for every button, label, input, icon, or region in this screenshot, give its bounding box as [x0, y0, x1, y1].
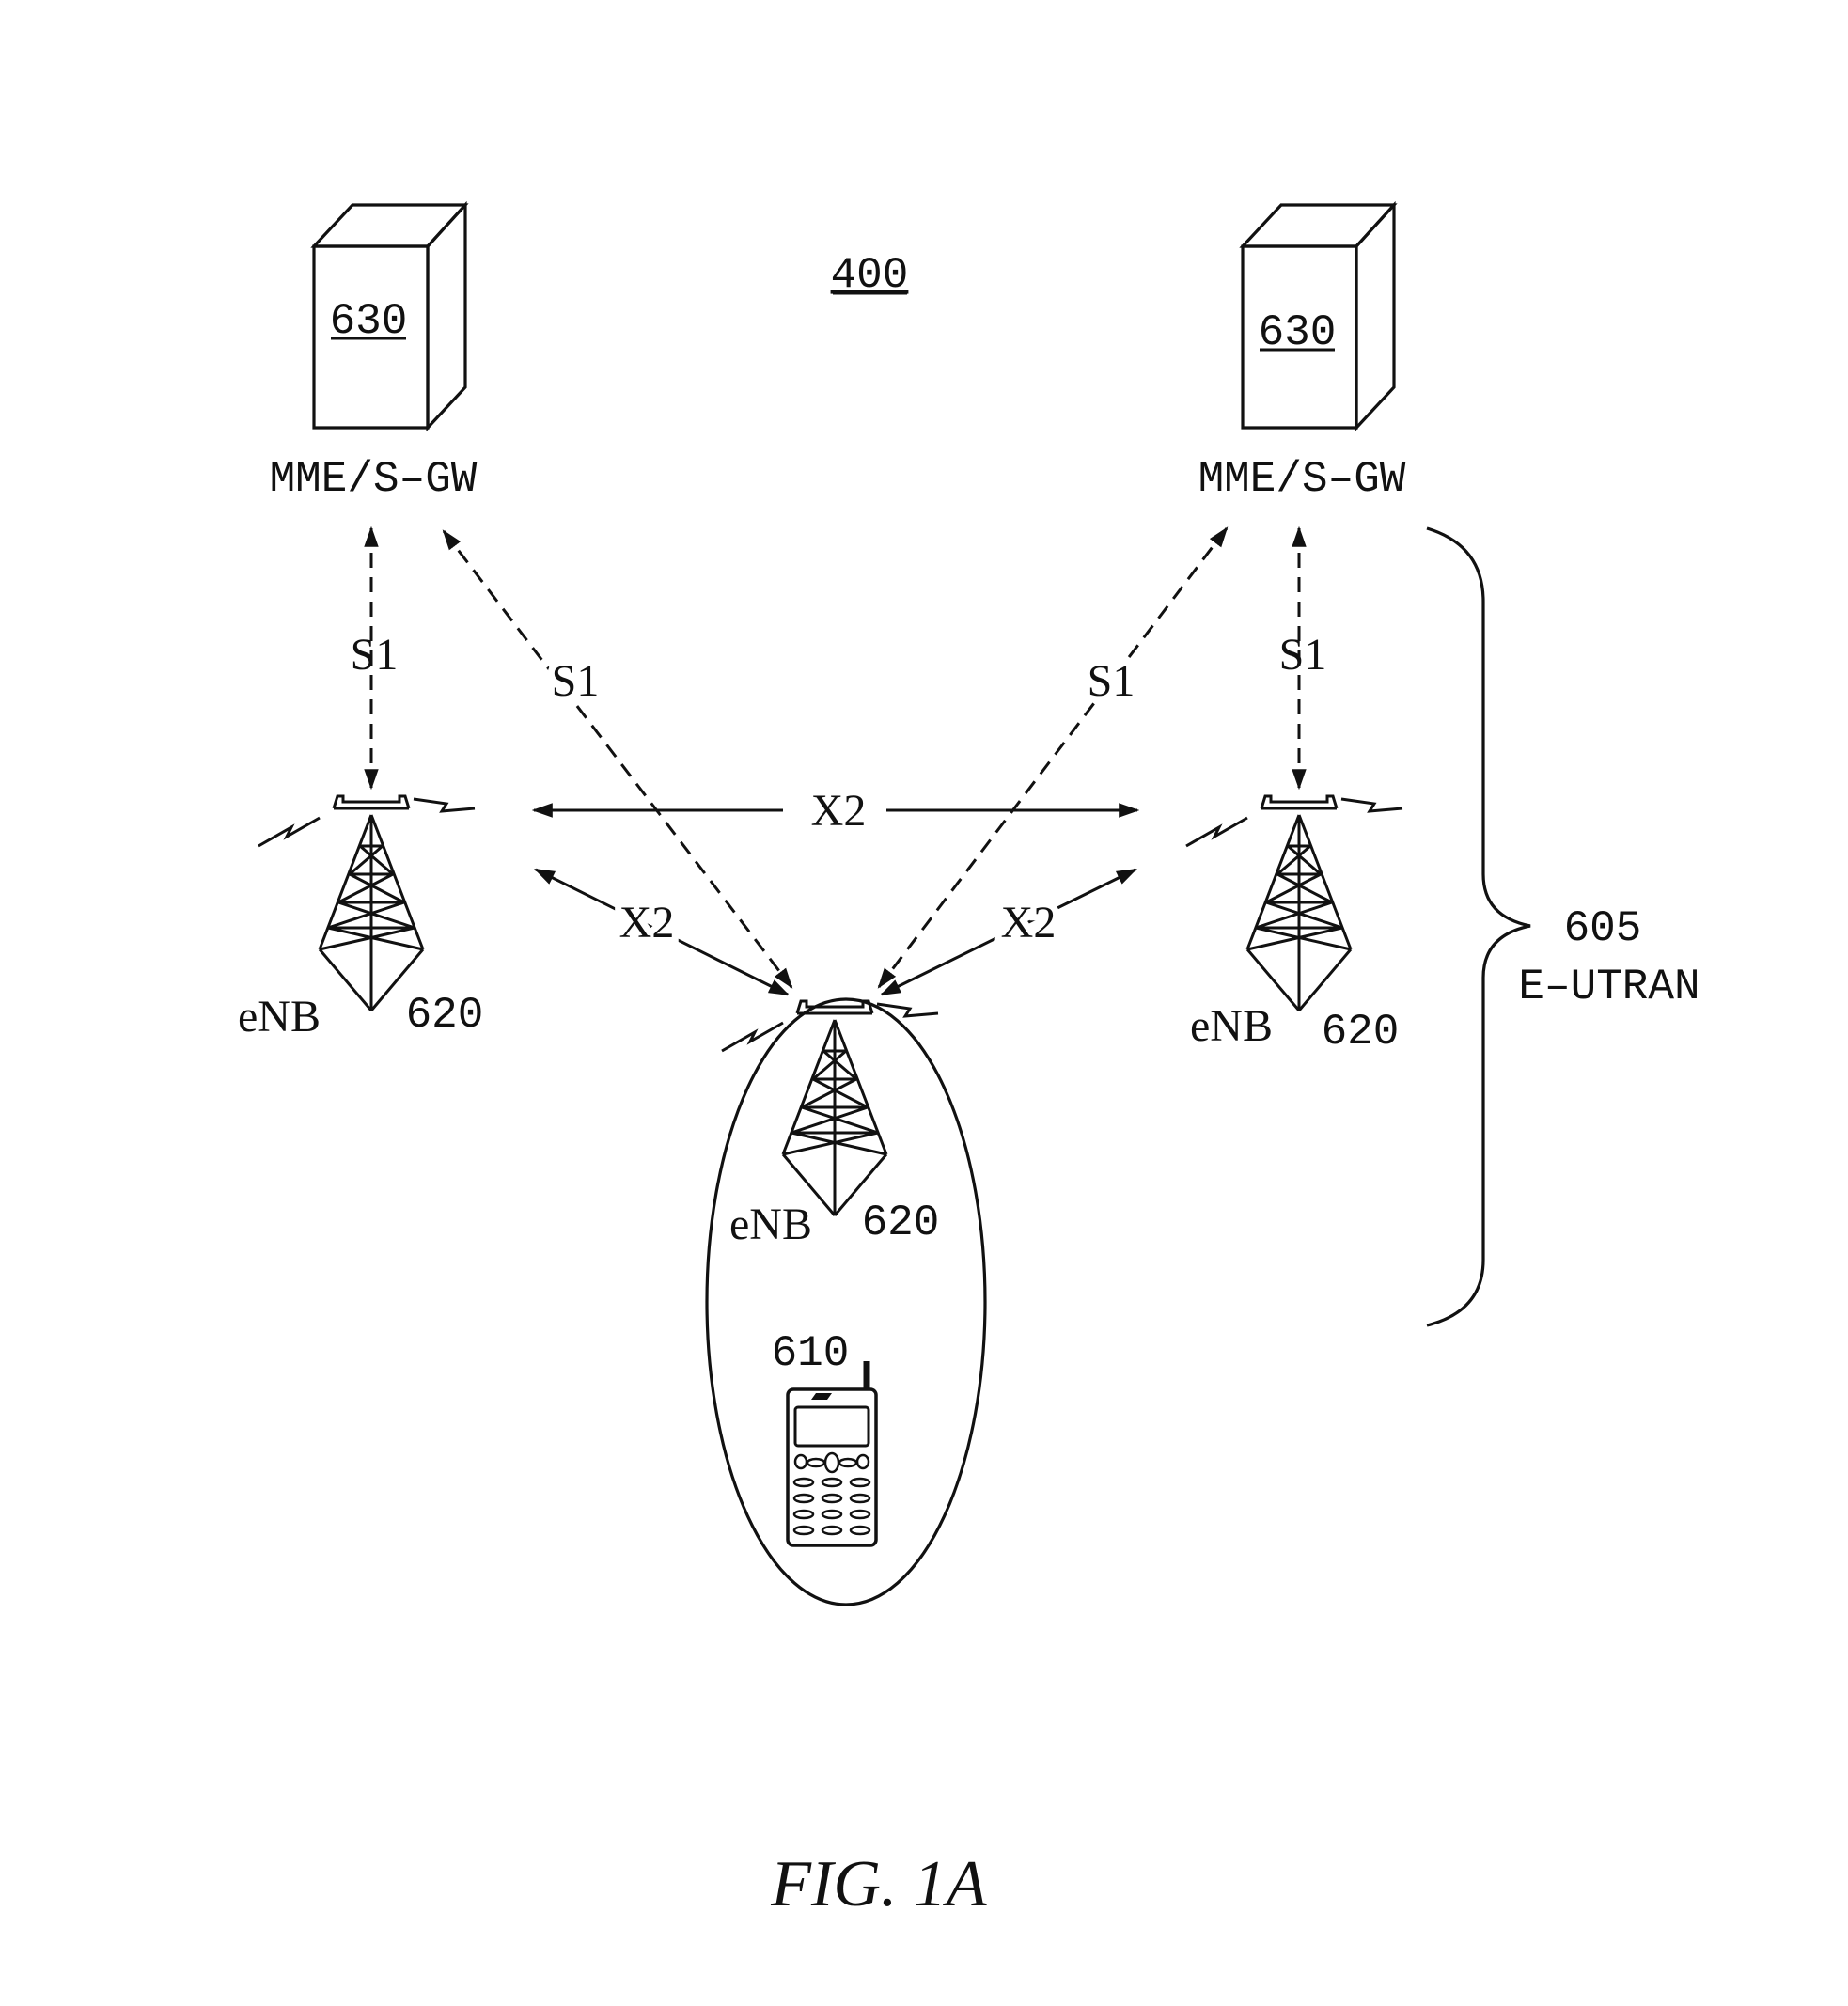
eutran-label: E–UTRAN — [1518, 963, 1699, 1011]
s1-left-diagonal-label: S1 — [552, 656, 600, 706]
enb-right-tower-icon — [1186, 796, 1402, 1011]
enb-left-label: eNB — [238, 992, 321, 1042]
eutran-ref: 605 — [1564, 904, 1642, 953]
enb-right-label: eNB — [1190, 1001, 1273, 1051]
enb-center-tower-icon — [722, 1001, 938, 1215]
mobile-phone-icon — [788, 1361, 876, 1545]
s1-right-vertical-label: S1 — [1279, 630, 1327, 680]
x2-top-label: X2 — [811, 786, 867, 836]
server-left-label: MME/S–GW — [270, 455, 478, 504]
enb-right-ref: 620 — [1322, 1008, 1400, 1057]
s1-right-diagonal-label: S1 — [1088, 656, 1135, 706]
enb-center-ref: 620 — [862, 1199, 940, 1247]
s1-left-vertical-label: S1 — [351, 630, 399, 680]
figure-caption: FIG. 1A — [770, 1848, 987, 1920]
enb-center-label: eNB — [729, 1199, 812, 1249]
x2-left-label: X2 — [619, 898, 675, 948]
s1-left-diagonal-link — [444, 531, 791, 987]
server-right-label: MME/S–GW — [1198, 455, 1406, 504]
enb-left-ref: 620 — [406, 991, 484, 1040]
enb-left-tower-icon — [258, 796, 475, 1011]
x2-right-label: X2 — [1001, 898, 1057, 948]
eutran-brace — [1427, 528, 1530, 1325]
ue-ref: 610 — [772, 1329, 850, 1378]
